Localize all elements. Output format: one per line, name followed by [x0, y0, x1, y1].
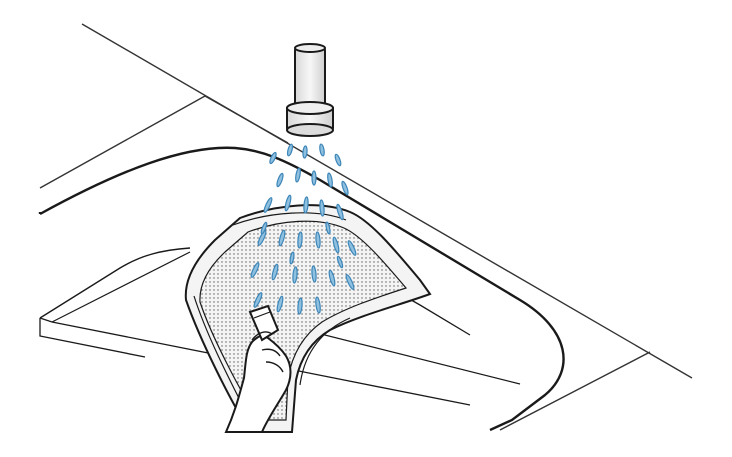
filter [184, 204, 432, 433]
countertop [39, 23, 693, 431]
water-spray [250, 143, 357, 315]
hand [224, 304, 292, 433]
faucet [286, 43, 334, 137]
